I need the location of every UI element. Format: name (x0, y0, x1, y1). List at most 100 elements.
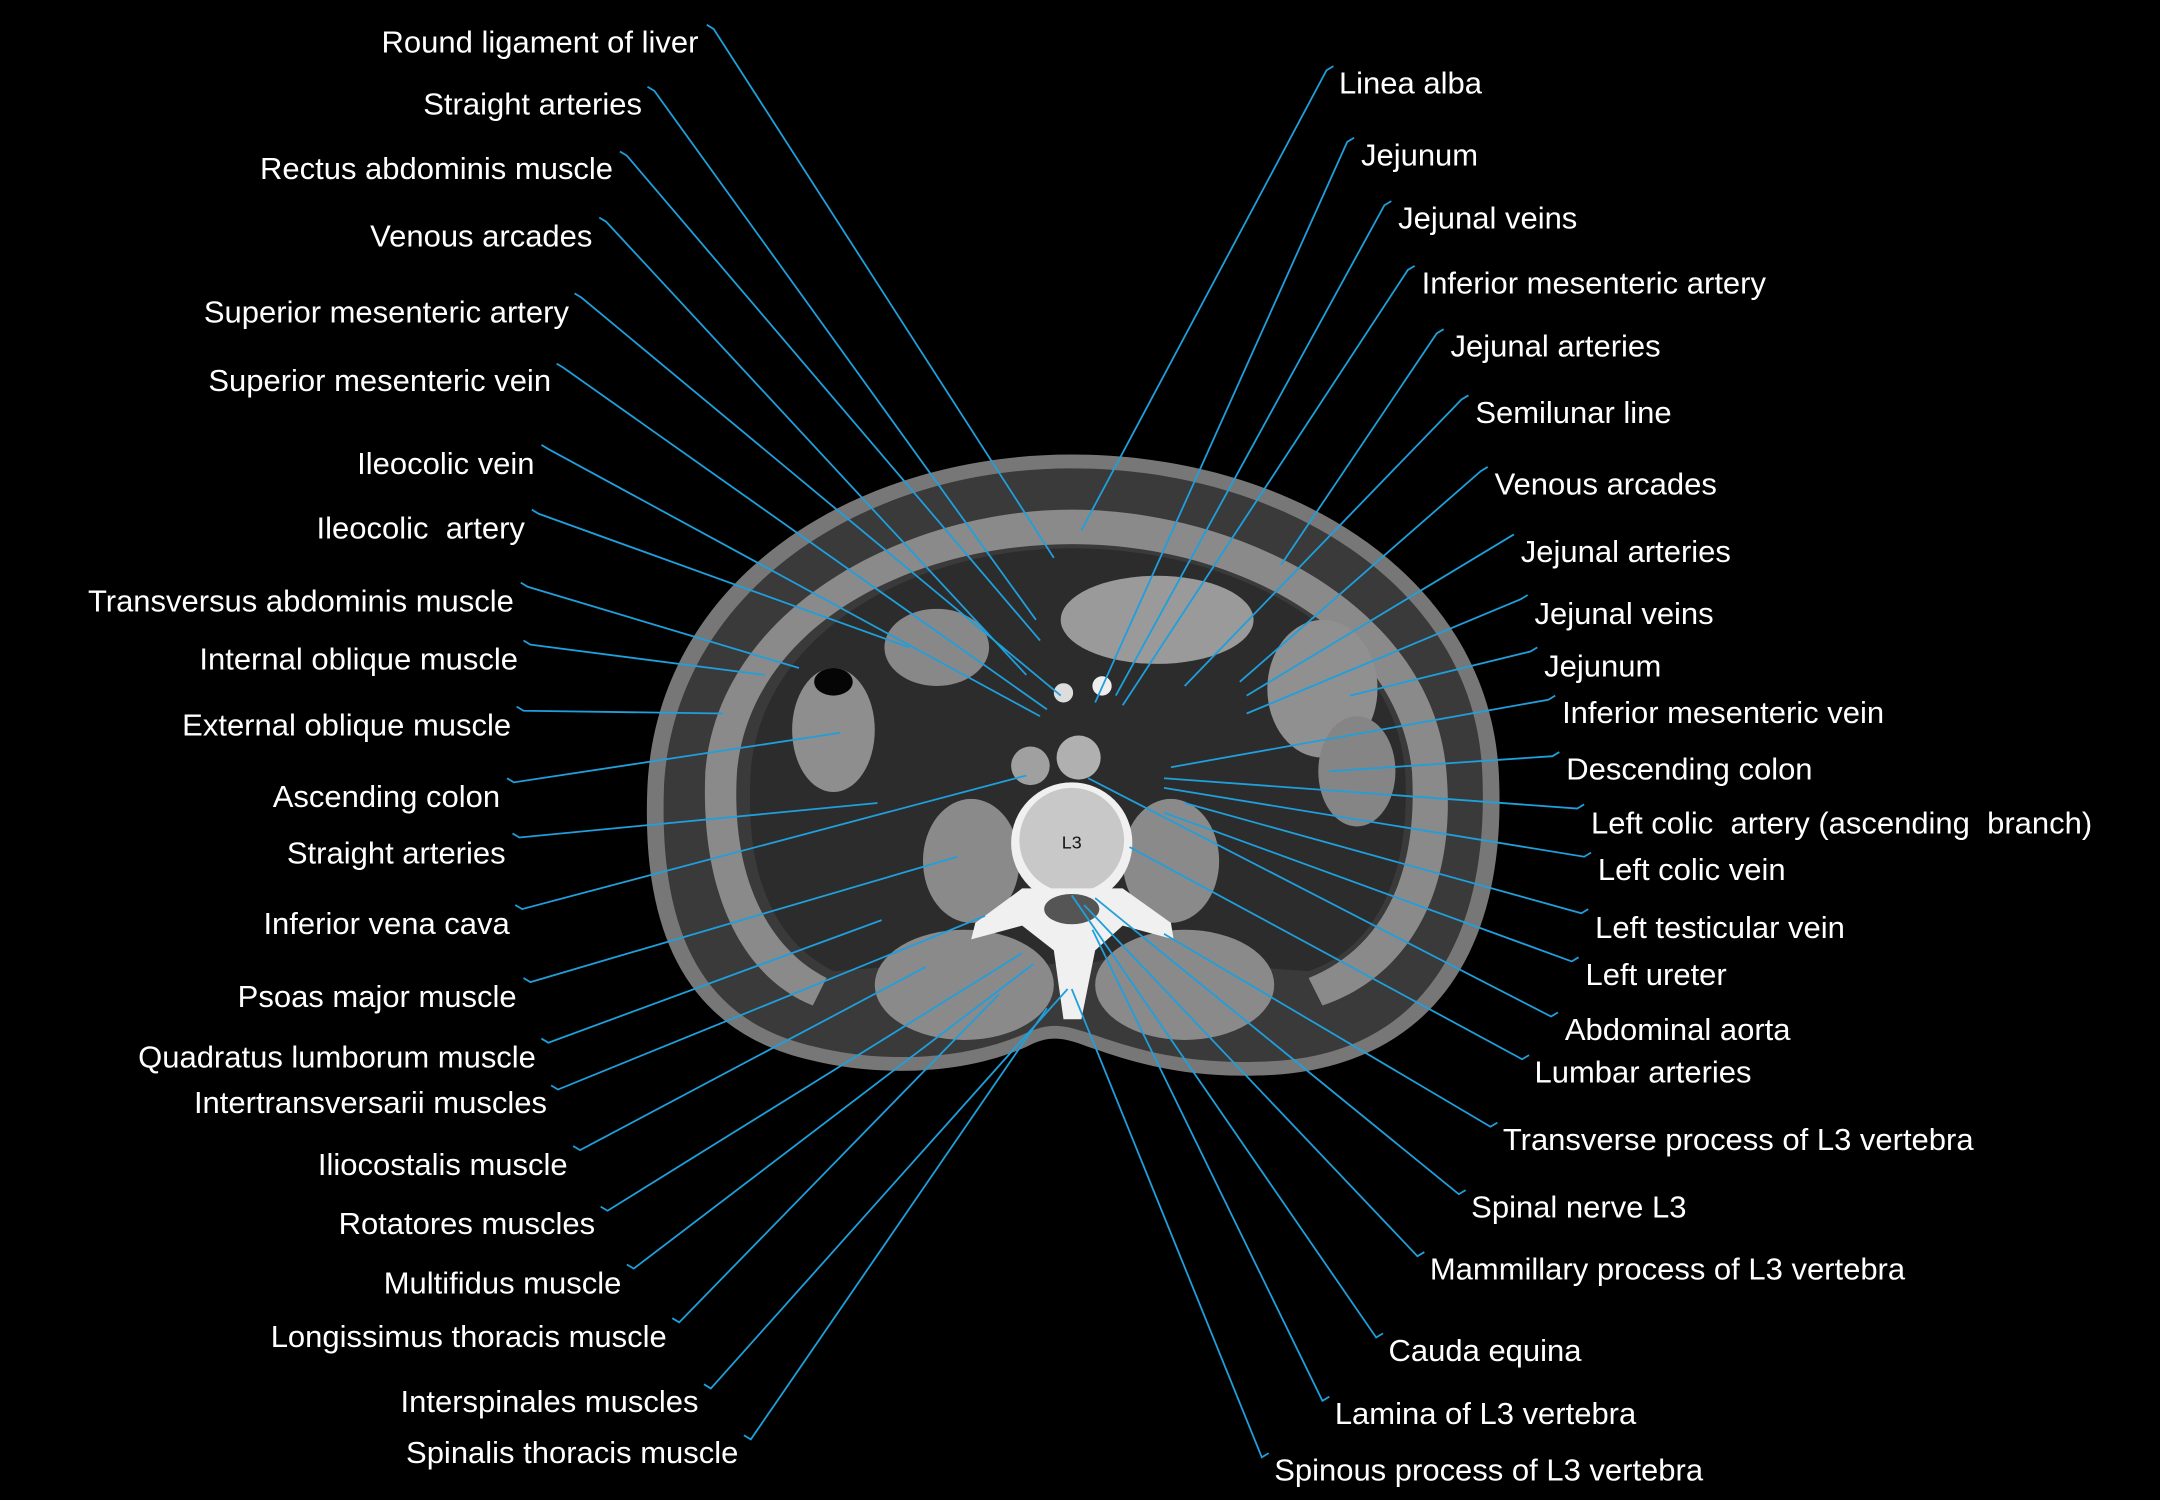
anatomy-label: Jejunum (1544, 648, 1661, 683)
annotation-right-12: Left colic artery (ascending branch) (1163, 777, 2092, 840)
annotation-left-15: Quadratus lumborum muscle (138, 919, 882, 1074)
anatomy-label: Cauda equina (1389, 1333, 1583, 1368)
leader-line (516, 705, 724, 715)
anatomy-label: Transverse process of L3 vertebra (1503, 1122, 1974, 1157)
leader-line (1184, 394, 1469, 687)
leader-line (1246, 533, 1515, 697)
leader-line (703, 988, 1069, 1390)
anatomy-label: Semilunar line (1475, 395, 1671, 430)
leader-line (1246, 594, 1529, 715)
leader-line (1163, 811, 1580, 963)
anatomy-label: Spinous process of L3 vertebra (1274, 1453, 1704, 1488)
anatomy-label: Mammillary process of L3 vertebra (1430, 1252, 1906, 1287)
anatomy-label: Left colic vein (1598, 852, 1786, 887)
anatomy-label: Inferior mesenteric vein (1562, 695, 1884, 730)
anatomy-label: Descending colon (1566, 752, 1812, 787)
leader-line (514, 774, 1027, 911)
annotation-right-3: Inferior mesenteric artery (1121, 265, 1766, 706)
back-muscles-right (874, 929, 1054, 1040)
annotation-right-15: Left ureter (1163, 811, 1727, 992)
leader-line (1239, 466, 1489, 683)
annotation-right-11: Descending colon (1329, 751, 1813, 787)
leader-line (1115, 200, 1392, 697)
leader-line (572, 966, 927, 1152)
leader-line (556, 362, 1048, 711)
leader-line (1070, 894, 1384, 1339)
anatomy-label: Venous arcades (1495, 466, 1717, 501)
leader-line (598, 216, 1027, 676)
anatomy-label: Straight arteries (423, 86, 642, 121)
anatomy-label: Quadratus lumborum muscle (138, 1039, 536, 1074)
leader-line (1170, 694, 1556, 769)
anatomy-label: Venous arcades (370, 219, 592, 254)
leader-line (1094, 897, 1467, 1196)
anatomy-label: Straight arteries (287, 836, 506, 871)
annotation-left-16: Intertransversarii muscles (194, 915, 986, 1120)
annotation-right-20: Mammillary process of L3 vertebra (1083, 904, 1906, 1287)
anatomy-label: Left ureter (1586, 957, 1727, 992)
leader-line (647, 86, 1037, 621)
aorta (1056, 735, 1101, 780)
anatomy-label: Superior mesenteric vein (208, 363, 551, 398)
leader-line (1129, 846, 1530, 1061)
anatomy-label: Ileocolic artery (317, 511, 526, 546)
anatomy-label: External oblique muscle (182, 708, 511, 743)
annotation-left-12: Straight arteries (287, 802, 878, 871)
annotation-left-6: Ileocolic vein (357, 444, 1041, 718)
annotation-left-13: Inferior vena cava (263, 774, 1027, 941)
anatomy-label: Jejunal veins (1535, 596, 1714, 631)
anatomy-label: Superior mesenteric artery (204, 294, 570, 329)
annotation-left-19: Multifidus muscle (384, 963, 1034, 1300)
leader-line (523, 639, 765, 676)
annotation-left-5: Superior mesenteric vein (208, 362, 1048, 711)
anatomy-label: Jejunal arteries (1521, 534, 1731, 569)
annotation-right-18: Transverse process of L3 vertebra (1163, 933, 1974, 1157)
small-bowel-right (884, 608, 990, 686)
leader-line (1091, 929, 1330, 1403)
anatomy-label: Spinal nerve L3 (1471, 1190, 1686, 1225)
annotation-left-7: Ileocolic artery (317, 508, 910, 649)
annotation-right-14: Left testicular vein (1184, 802, 1845, 945)
annotation-left-9: Internal oblique muscle (199, 639, 765, 676)
annotation-left-2: Rectus abdominis muscle (260, 150, 1041, 642)
leader-line (619, 150, 1041, 642)
l3-cancellous-bone (1019, 787, 1125, 893)
anatomy-label: Inferior vena cava (263, 906, 510, 941)
anatomy-label: Multifidus muscle (384, 1265, 622, 1300)
leader-line (512, 802, 878, 839)
leader-line (1163, 777, 1585, 810)
leader-line (574, 292, 1062, 697)
annotation-right-19: Spinal nerve L3 (1094, 897, 1687, 1225)
anatomy-label: Jejunal arteries (1451, 329, 1661, 364)
anatomy-label: Interspinales muscles (401, 1384, 699, 1419)
leader-line (1349, 646, 1538, 697)
leader-line (1121, 265, 1416, 706)
anatomy-label: Ileocolic vein (357, 446, 534, 481)
annotation-right-4: Jejunal arteries (1280, 328, 1661, 566)
anatomy-label: Psoas major muscle (238, 979, 517, 1014)
leader-line (1087, 777, 1559, 1018)
annotation-left-18: Rotatores muscles (339, 952, 1023, 1241)
leader-line (743, 1007, 1048, 1441)
leader-line (671, 993, 1000, 1324)
annotation-left-20: Longissimus thoracis muscle (271, 993, 1000, 1354)
annotation-right-13: Left colic vein (1163, 786, 1786, 887)
annotation-left-4: Superior mesenteric artery (204, 292, 1062, 697)
anatomy-label: Left testicular vein (1595, 910, 1845, 945)
anatomy-label: Jejunal veins (1398, 201, 1577, 236)
ct-axial-slice-image: L3 (646, 454, 1500, 1076)
annotation-left-21: Interspinales muscles (401, 988, 1069, 1419)
leader-line (1094, 136, 1355, 703)
annotation-left-17: Iliocostalis muscle (318, 966, 927, 1182)
anatomy-label: Transversus abdominis muscle (88, 584, 514, 619)
leader-line (1083, 904, 1425, 1258)
spinal-canal (1044, 893, 1100, 925)
anatomy-label: Linea alba (1339, 66, 1483, 101)
leader-line (626, 963, 1034, 1270)
annotation-left-10: External oblique muscle (182, 705, 724, 743)
leader-line (1184, 802, 1589, 915)
smv (1053, 683, 1074, 703)
anatomy-label: Lumbar arteries (1535, 1055, 1752, 1090)
abdominal-wall-muscles (704, 509, 1448, 1006)
